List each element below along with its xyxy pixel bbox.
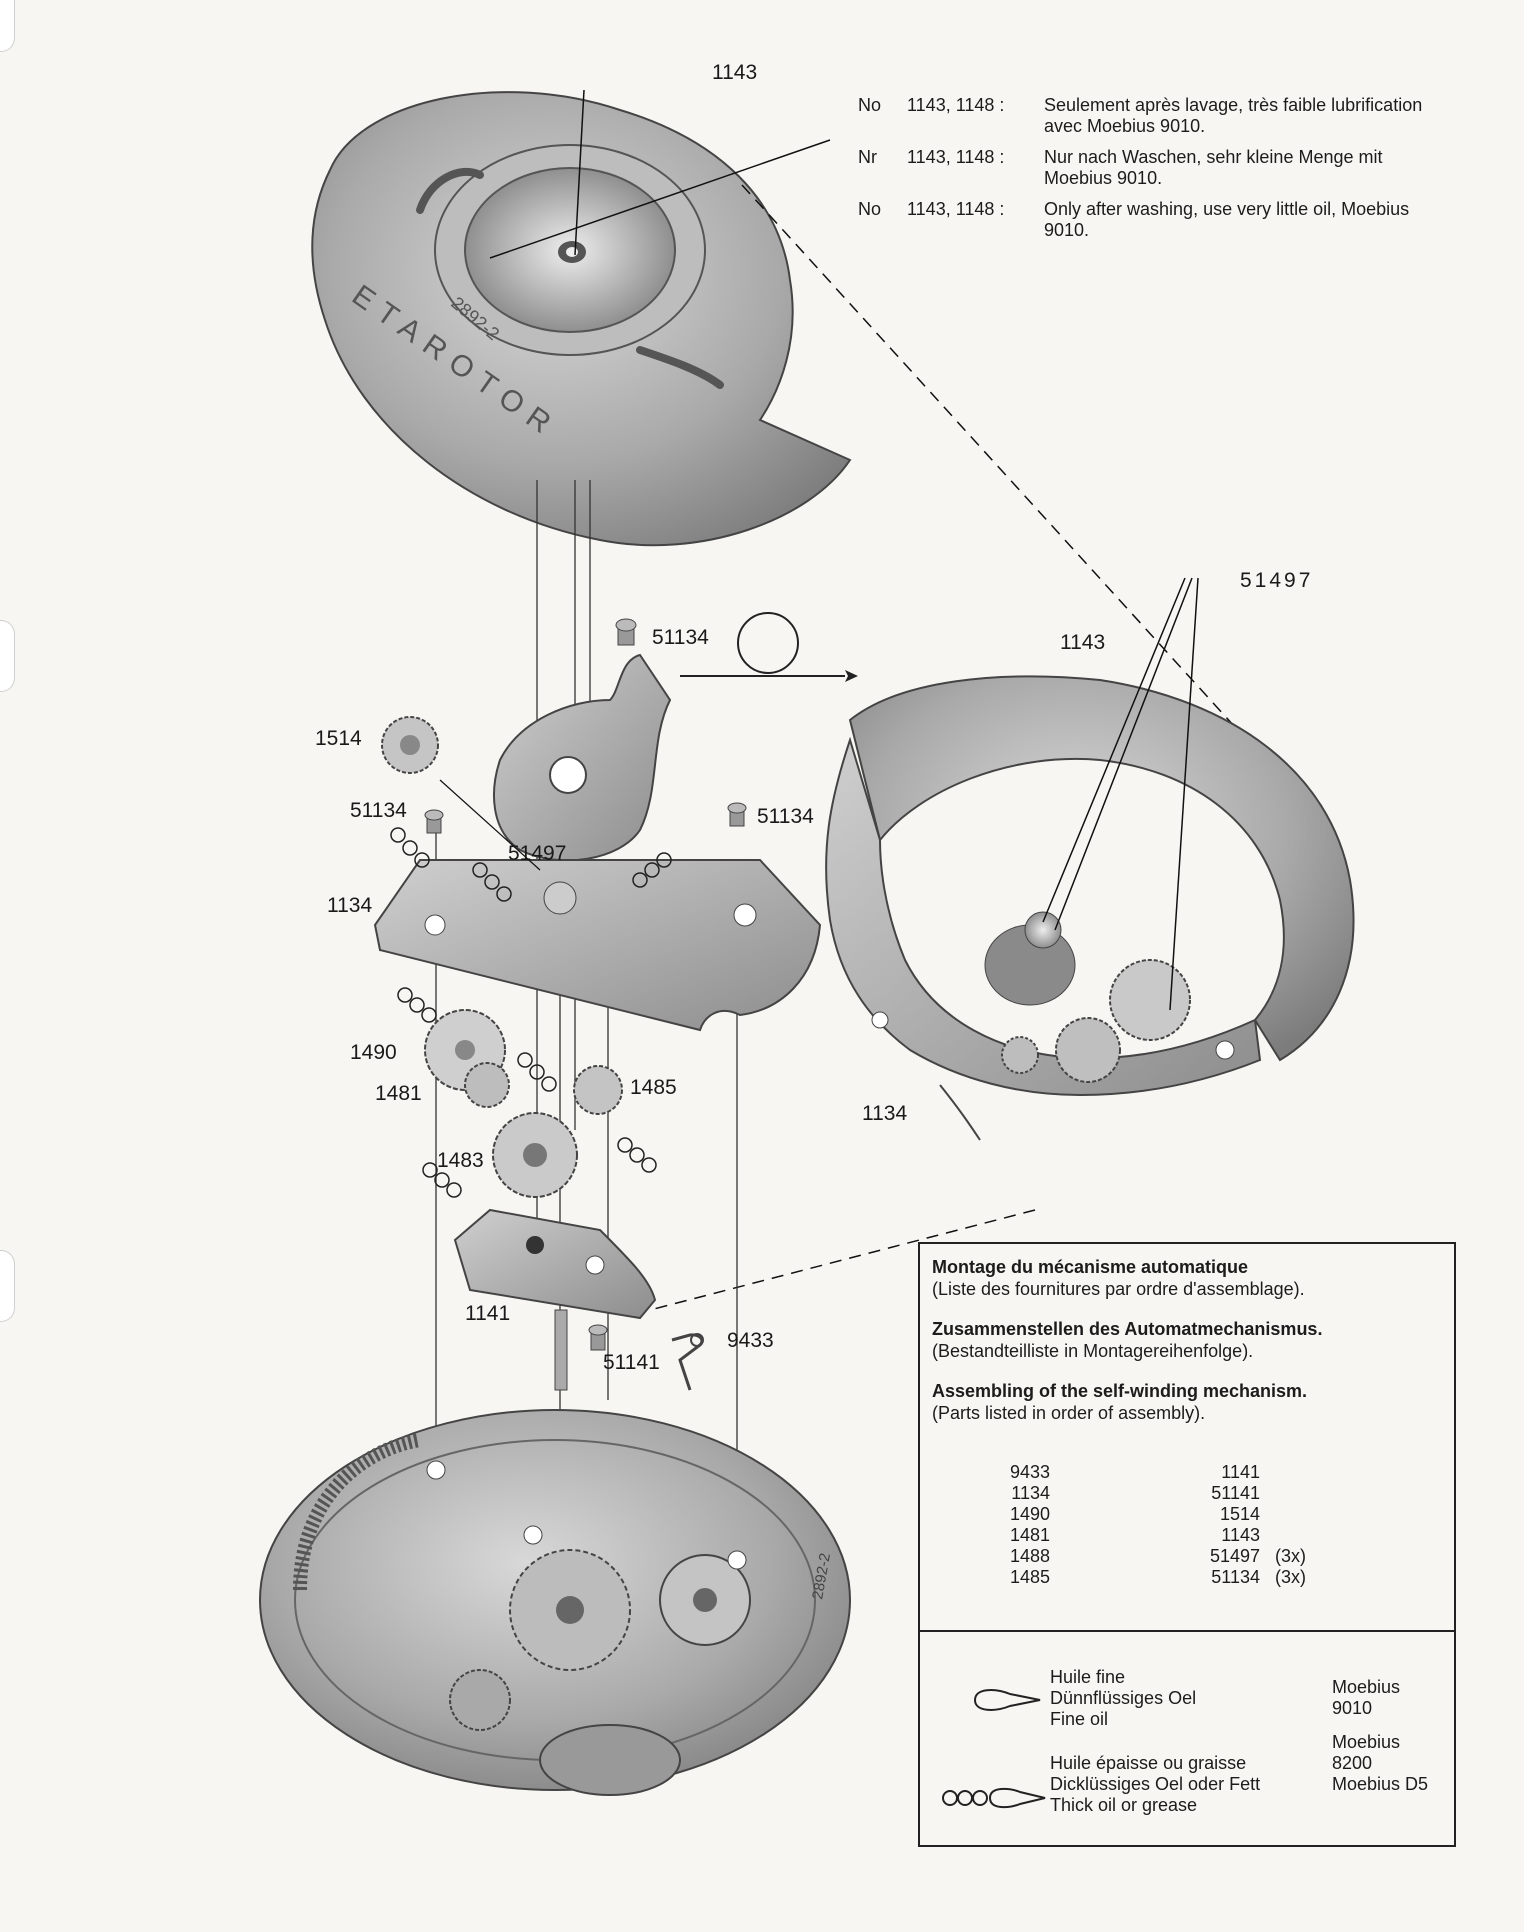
legend-sub-en: (Parts listed in order of assembly). [932,1403,1206,1423]
callout-bridge-1141: 1141 [465,1302,511,1325]
callout-bridge-left: 1134 [327,894,373,917]
thick-oil-markers [390,827,672,1198]
fine-oil-en: Fine oil [1050,1709,1109,1729]
part-number-a: 1485 [1009,1567,1050,1587]
wheel-1485 [573,1065,623,1115]
part-number-a: 9433 [1009,1462,1050,1482]
screw-51141 [588,1324,608,1351]
fine-oil-drop-icon [973,1689,1041,1711]
assembled-rotor-detail [825,675,1355,1141]
rotation-arrow-icon [680,612,858,682]
note-numbers: 1143, 1148 : [907,95,1005,115]
legend-title-en: Assembling of the self-winding mechanism… [932,1381,1308,1401]
part-number-b: 51141 [1211,1483,1260,1503]
assembly-legend-box: Montage du mécanisme automatique (Liste … [918,1242,1456,1847]
base-movement-2892-2: 2892-2 [259,1409,851,1796]
parts-row: 1134 51141 [1000,1483,1420,1504]
wheel-1481 [464,1062,510,1108]
callout-rotor-right: 1143 [1060,631,1106,654]
screw-51134-right [727,802,747,827]
callout-wheel-1483: 1483 [437,1149,484,1172]
callout-wheel-1481: 1481 [375,1082,422,1105]
parts-row: 1488 51497 (3x) [1000,1546,1420,1567]
legend-sub-fr: (Liste des fournitures par ordre d'assem… [932,1279,1305,1299]
part-number-b: 1143 [1221,1525,1260,1545]
parts-list: 9433 1141 1134 51141 1490 1514 1481 1143… [1000,1462,1420,1588]
note-text: Nur nach Waschen, sehr kleine Menge mit … [1044,147,1383,188]
fine-oil-brand: Moebius 9010 [1332,1677,1400,1719]
callout-bridge-right: 1134 [862,1102,908,1125]
wheel-1483 [492,1112,578,1198]
parts-row: 1490 1514 [1000,1504,1420,1525]
thick-oil-brand: Moebius 8200 Moebius D5 [1332,1732,1428,1795]
thick-oil-brand-1: Moebius [1332,1732,1401,1752]
thick-oil-brand-3: Moebius D5 [1332,1774,1429,1794]
callout-screw-top: 51134 [652,626,709,649]
thick-oil-brand-2: 8200 [1332,1753,1373,1773]
legend-title-de: Zusammenstellen des Automatmechanismus. [932,1319,1323,1339]
note-numbers: 1143, 1148 : [907,147,1005,167]
screw-51134-top [615,618,637,646]
thick-oil-fr: Huile épaisse ou graisse [1050,1753,1247,1773]
part-number-b: 51134 [1211,1567,1260,1587]
rotor-1143-top: ETAROTOR 2892-2 [311,91,852,547]
note-row-en: No 1143, 1148 : Only after washing, use … [858,199,1444,251]
fine-oil-labels: Huile fine Dünnflüssiges Oel Fine oil [1050,1667,1196,1730]
part-number-b: 1141 [1221,1462,1260,1482]
note-row-fr: No 1143, 1148 : Seulement après lavage, … [858,95,1444,147]
thick-oil-en: Thick oil or grease [1050,1795,1198,1815]
fine-oil-brand-2: 9010 [1332,1698,1373,1718]
part-number-b: 51497 [1209,1546,1260,1566]
parts-row: 9433 1141 [1000,1462,1420,1483]
note-numbers: 1143, 1148 : [907,199,1005,219]
part-number-a: 1488 [1009,1546,1050,1566]
part-number-a: 1490 [1009,1504,1050,1524]
screw-51134-left [424,809,444,834]
callout-wheel-1514: 1514 [315,727,362,750]
tool-9433 [671,1333,704,1391]
part-number-a: 1134 [1011,1483,1050,1503]
lubrication-notes: No 1143, 1148 : Seulement après lavage, … [858,95,1444,251]
legend-sub-de: (Bestandteilliste in Montagereihenfolge)… [932,1341,1254,1361]
note-text: Seulement après lavage, très faible lubr… [1044,95,1423,136]
legend-title-fr: Montage du mécanisme automatique [932,1257,1249,1277]
part-number-a: 1481 [1009,1525,1050,1545]
pinion-stem [554,1309,568,1391]
thick-oil-labels: Huile épaisse ou graisse Dicklüssiges Oe… [1050,1753,1260,1816]
note-prefix: No [858,199,882,219]
part-qty: (3x) [1275,1546,1306,1566]
note-row-de: Nr 1143, 1148 : Nur nach Waschen, sehr k… [858,147,1444,199]
callout-rotor-top: 1143 [712,61,758,84]
lubricant-key-section: Huile fine Dünnflüssiges Oel Fine oil Mo… [920,1632,1454,1845]
part-qty: (3x) [1275,1567,1306,1587]
upper-bridge [493,653,672,862]
callout-wheel-1485: 1485 [630,1076,677,1099]
note-text: Only after washing, use very little oil,… [1044,199,1410,240]
fine-oil-de: Dünnflüssiges Oel [1050,1688,1197,1708]
thick-oil-de: Dicklüssiges Oel oder Fett [1050,1774,1261,1794]
note-prefix: No [858,95,882,115]
callout-spring-mid: 51497 [508,842,567,865]
parts-row: 1481 1143 [1000,1525,1420,1546]
callout-screw-left: 51134 [350,799,407,822]
callout-wheel-1490: 1490 [350,1041,397,1064]
callout-screw-right: 51134 [757,805,814,828]
wheel-1514 [381,716,439,774]
fine-oil-fr: Huile fine [1050,1667,1126,1687]
part-number-b: 1514 [1219,1504,1260,1524]
callout-spring-right: 51497 [1240,569,1314,592]
callout-screw-51141: 51141 [603,1351,660,1374]
thick-oil-drop-icon [942,1787,1046,1809]
fine-oil-brand-1: Moebius [1332,1677,1401,1697]
note-prefix: Nr [858,147,877,167]
bridge-1141 [453,1208,657,1320]
callout-tool-9433: 9433 [727,1329,774,1352]
automatic-bridge-1134 [373,859,822,1032]
assembly-order-section: Montage du mécanisme automatique (Liste … [920,1244,1454,1632]
parts-row: 1485 51134 (3x) [1000,1567,1420,1588]
